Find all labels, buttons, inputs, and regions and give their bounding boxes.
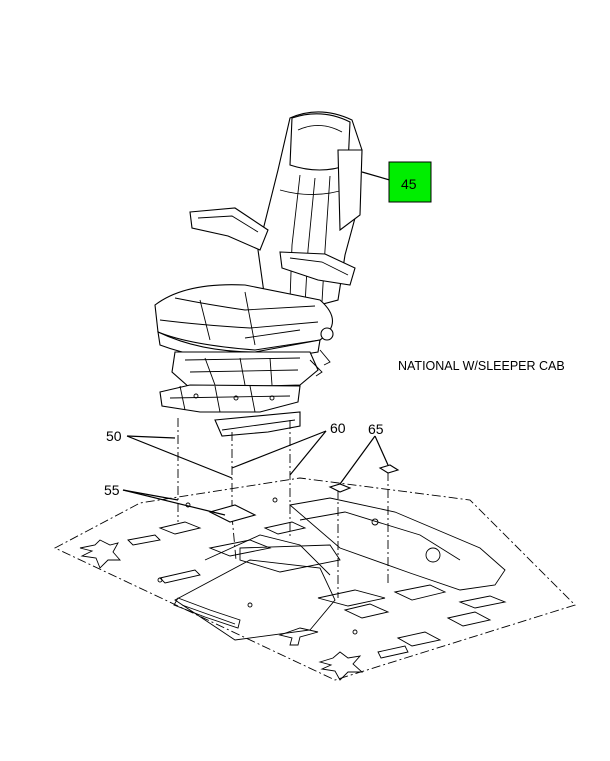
bolt-callout-label[interactable]: 60: [330, 420, 346, 436]
pad-callout-label[interactable]: 65: [368, 421, 384, 437]
riser-callout-label[interactable]: 50: [106, 428, 122, 444]
seat-callout-box[interactable]: [388, 161, 432, 203]
driver-seat: [154, 111, 363, 437]
isolator-pads: [328, 464, 400, 493]
mounting-plate: [208, 504, 257, 523]
configuration-note: NATIONAL W/SLEEPER CAB: [398, 359, 565, 373]
mounting-lines: [177, 418, 389, 598]
cab-floor-panel: [53, 477, 576, 681]
plate-callout-label[interactable]: 55: [104, 482, 120, 498]
seat-callout-label[interactable]: 45: [401, 176, 417, 192]
callout-leaders: [122, 171, 401, 516]
